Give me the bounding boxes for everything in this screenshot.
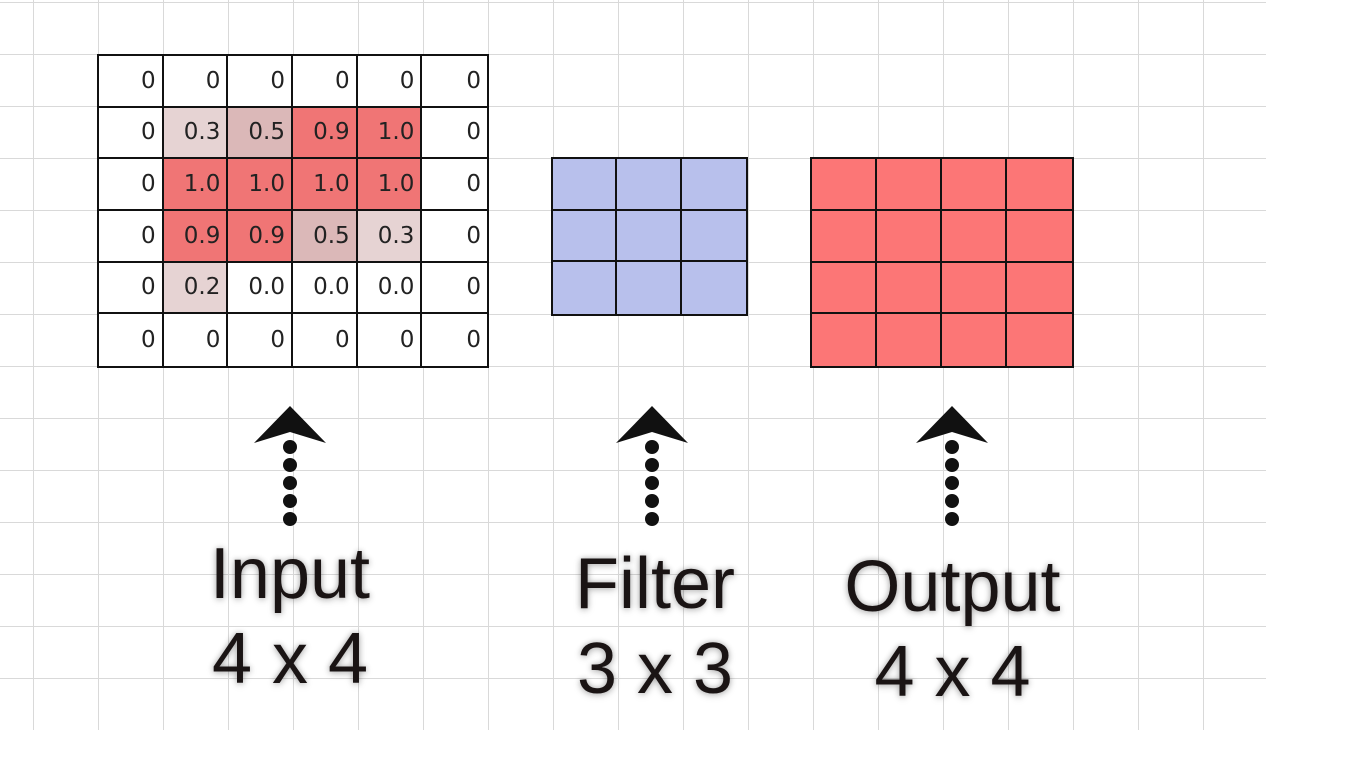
output-dimensions: 4 x 4	[874, 631, 1031, 712]
dotted-up-arrow-icon	[916, 406, 988, 526]
input-cell: 1.0	[292, 159, 358, 211]
input-cell: 0	[422, 107, 487, 160]
filter-dimensions: 3 x 3	[576, 628, 734, 709]
output-cell	[942, 314, 1007, 366]
input-cell: 0	[292, 314, 358, 366]
input-dimensions: 4 x 4	[211, 618, 369, 699]
output-title: Output	[844, 547, 1061, 627]
input-cell: 1.0	[228, 159, 293, 211]
dotted-up-arrow-icon	[254, 406, 326, 526]
input-cell: 0.9	[163, 211, 229, 263]
output-cell	[812, 262, 877, 315]
dotted-up-arrow-icon	[616, 406, 688, 526]
input-cell: 0	[292, 56, 358, 108]
input-cell: 0	[422, 159, 487, 211]
filter-cell	[617, 210, 682, 263]
filter-cell	[617, 159, 682, 211]
output-cell	[877, 159, 942, 211]
output-cell	[1007, 262, 1072, 315]
input-cell: 0	[99, 159, 164, 211]
filter-cell	[681, 210, 746, 263]
output-cell	[812, 314, 877, 366]
input-cell: 0	[163, 56, 229, 108]
input-cell: 0	[163, 314, 229, 366]
input-cell: 0	[99, 56, 164, 108]
input-cell: 0.0	[228, 262, 293, 315]
filter-title: Filter	[575, 544, 735, 624]
input-cell: 0.3	[357, 211, 423, 263]
input-cell: 1.0	[357, 107, 423, 160]
output-cell	[812, 210, 877, 263]
input-cell: 0	[422, 56, 487, 108]
input-cell: 0.3	[163, 107, 229, 160]
input-cell: 0.0	[357, 262, 423, 315]
input-cell: 0	[99, 211, 164, 263]
filter-matrix	[551, 157, 748, 316]
output-cell	[942, 262, 1007, 315]
output-cell	[942, 159, 1007, 211]
output-label: Output 4 x 4	[815, 545, 1090, 715]
input-title: Input	[209, 534, 371, 614]
input-cell: 0	[357, 314, 423, 366]
input-cell: 0	[228, 314, 293, 366]
input-cell: 0.0	[292, 262, 358, 315]
input-cell: 1.0	[163, 159, 229, 211]
input-cell: 0	[99, 262, 164, 315]
output-cell	[877, 262, 942, 315]
input-cell: 0.2	[163, 262, 229, 315]
filter-cell	[553, 210, 618, 263]
output-cell	[877, 210, 942, 263]
input-cell: 0	[357, 56, 423, 108]
output-cell	[877, 314, 942, 366]
output-cell	[1007, 159, 1072, 211]
input-cell: 0	[422, 314, 487, 366]
filter-cell	[617, 262, 682, 314]
output-matrix	[810, 157, 1074, 368]
output-cell	[812, 159, 877, 211]
output-cell	[1007, 210, 1072, 263]
input-cell: 0	[99, 314, 164, 366]
output-cell	[1007, 314, 1072, 366]
input-cell: 0.5	[292, 211, 358, 263]
filter-label: Filter 3 x 3	[540, 542, 770, 712]
input-cell: 0	[422, 211, 487, 263]
input-cell: 0.9	[292, 107, 358, 160]
input-cell: 0.9	[228, 211, 293, 263]
input-cell: 0	[99, 107, 164, 160]
input-cell: 0	[228, 56, 293, 108]
filter-cell	[681, 262, 746, 314]
input-cell: 1.0	[357, 159, 423, 211]
input-cell: 0	[422, 262, 487, 315]
filter-cell	[553, 159, 618, 211]
output-cell	[942, 210, 1007, 263]
input-label: Input 4 x 4	[170, 532, 410, 702]
filter-cell	[681, 159, 746, 211]
filter-cell	[553, 262, 618, 314]
input-cell: 0.5	[228, 107, 293, 160]
